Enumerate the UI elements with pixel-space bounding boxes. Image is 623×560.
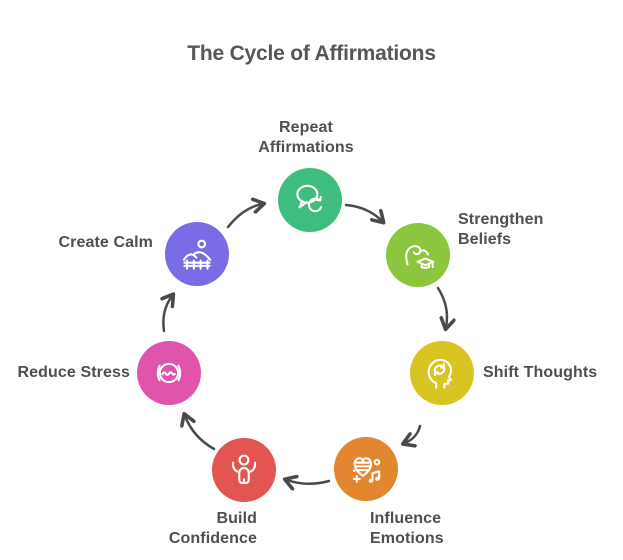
node-shift-thoughts: [410, 341, 474, 405]
arrow-shift-to-influence: [405, 424, 422, 443]
arrow-create-calm-to-repeat: [226, 204, 262, 229]
label-strengthen-beliefs: Strengthen Beliefs: [458, 211, 544, 248]
person-arms-raised-icon: [231, 454, 257, 484]
label-create-calm: Create Calm: [58, 234, 153, 251]
node-create-calm: [165, 222, 229, 286]
label-repeat-affirmations: Repeat Affirmations: [258, 119, 354, 156]
label-reduce-stress: Reduce Stress: [17, 364, 130, 381]
arrow-repeat-to-strengthen: [344, 203, 382, 221]
node-reduce-stress: [137, 341, 201, 405]
arrow-reduce-to-create: [163, 296, 172, 333]
node-repeat-affirmations: [278, 168, 342, 232]
arrow-build-to-reduce: [185, 416, 216, 451]
arrow-strengthen-to-shift: [436, 286, 447, 327]
label-shift-thoughts: Shift Thoughts: [483, 364, 598, 381]
calm-wave-icon: [156, 362, 182, 384]
heart-music-icon: [352, 457, 381, 483]
mountain-fence-icon: [182, 239, 212, 270]
head-cycle-icon: [427, 358, 453, 389]
node-strengthen-beliefs: [386, 223, 450, 287]
flexed-arm-graduation-icon: [405, 245, 435, 269]
label-build-confidence: Build Confidence: [168, 510, 257, 547]
page-title: The Cycle of Affirmations: [187, 42, 436, 65]
node-build-confidence: [212, 438, 276, 502]
arrow-influence-to-build: [287, 480, 331, 484]
label-influence-emotions: Influence Emotions: [370, 510, 444, 547]
speech-bubble-refresh-icon: [296, 184, 323, 213]
node-influence-emotions: [334, 437, 398, 501]
